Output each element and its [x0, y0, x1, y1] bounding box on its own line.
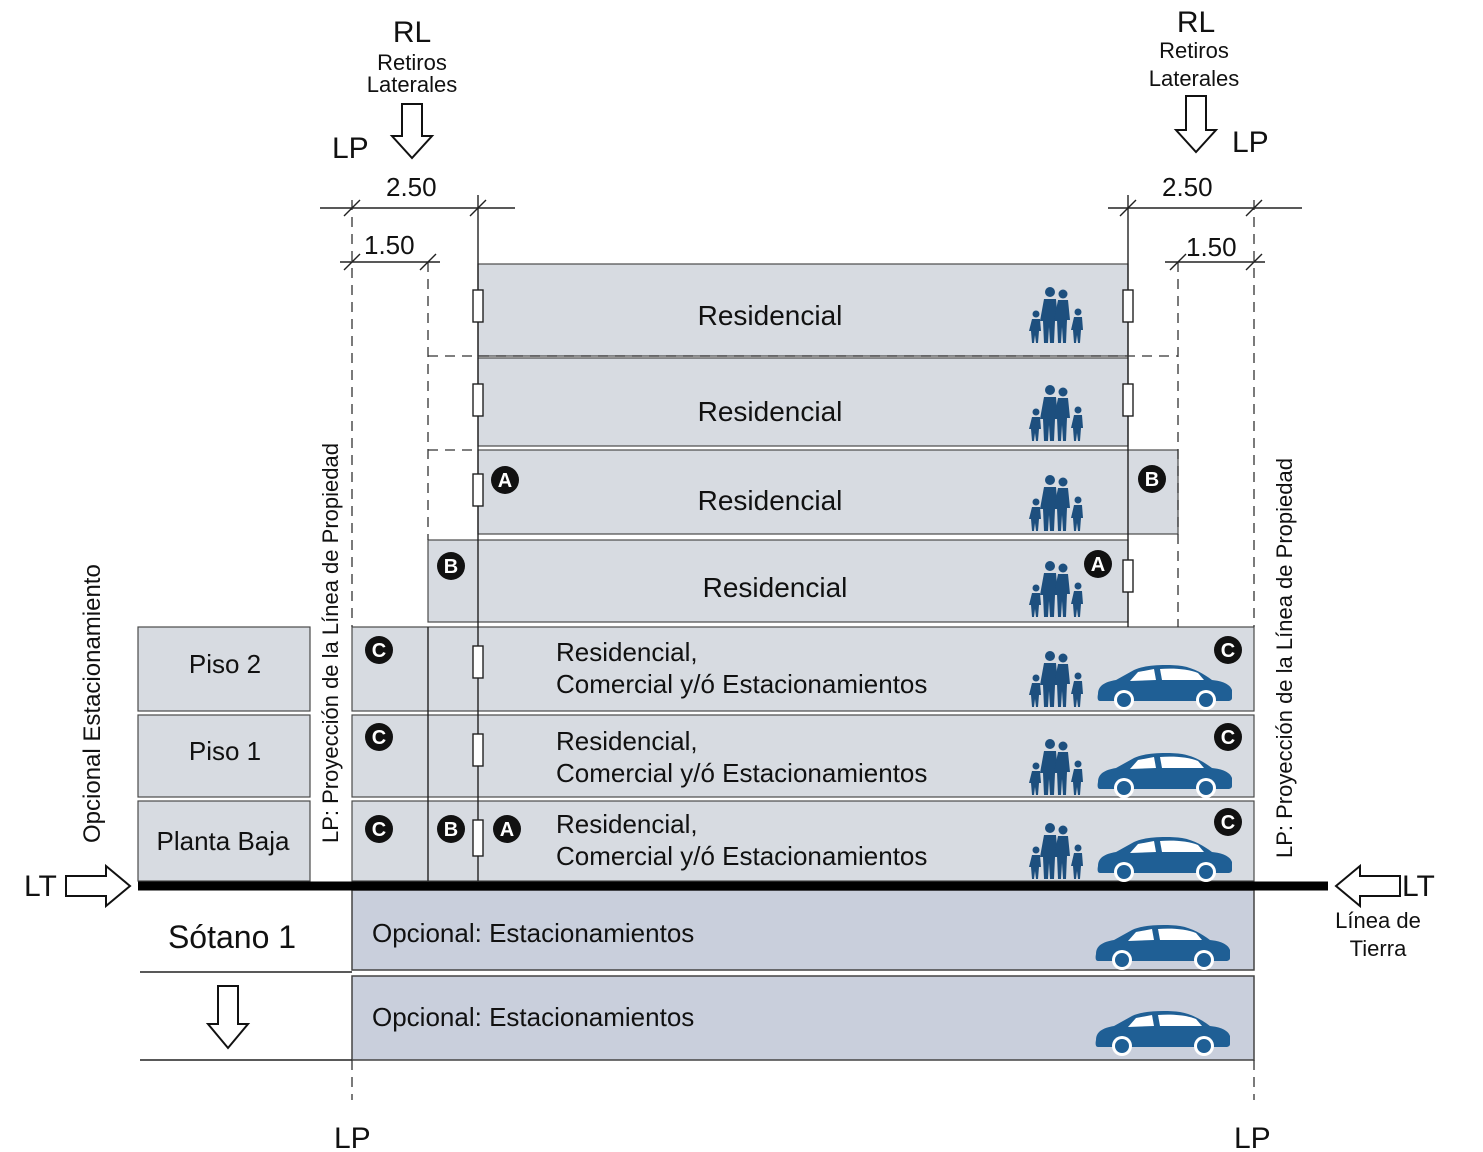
- lp-proyeccion-left-vertical: LP: Proyección de la Línea de Propiedad: [318, 443, 343, 843]
- svg-text:A: A: [498, 470, 512, 492]
- piso2-use-line2: Comercial y/ó Estacionamientos: [556, 669, 927, 699]
- svg-text:A: A: [1091, 554, 1105, 576]
- svg-text:C: C: [1221, 640, 1235, 662]
- piso2-use-line1: Residencial,: [556, 637, 698, 667]
- svg-text:C: C: [372, 819, 386, 841]
- svg-text:C: C: [1221, 727, 1235, 749]
- lp-bottom-left-label: LP: [334, 1122, 371, 1152]
- badge-a: A: [493, 815, 521, 843]
- badge-c: C: [1214, 636, 1242, 664]
- lp-top-left-label: LP: [332, 132, 369, 165]
- residential-floor-5: [477, 357, 1129, 447]
- badge-a: A: [1084, 550, 1112, 578]
- badge-c: C: [365, 815, 393, 843]
- badge-c: C: [365, 636, 393, 664]
- rl-right-label: RL: [1177, 6, 1215, 39]
- badge-b: B: [437, 815, 465, 843]
- sotano-1-label: Sótano 1: [168, 919, 296, 955]
- dim-outer-left: 2.50: [386, 172, 437, 202]
- badge-b: B: [437, 552, 465, 580]
- floor-label-residencial-4: Residencial: [698, 485, 843, 516]
- dim-inner-right: 1.50: [1186, 232, 1237, 262]
- basement-1-use: Opcional: Estacionamientos: [372, 918, 694, 948]
- pb-use-line1: Residencial,: [556, 809, 698, 839]
- dim-outer-right: 2.50: [1162, 172, 1213, 202]
- svg-text:B: B: [444, 819, 458, 841]
- piso-2-label: Piso 2: [189, 649, 261, 679]
- planta-baja-label: Planta Baja: [157, 826, 291, 856]
- badge-c: C: [1214, 808, 1242, 836]
- svg-text:C: C: [372, 640, 386, 662]
- piso-1-label: Piso 1: [189, 736, 261, 766]
- retiros-left-label: Retiros: [377, 50, 447, 75]
- arrow-right-icon: [65, 863, 132, 909]
- arrow-down-icon: [389, 103, 435, 160]
- dim-inner-left: 1.50: [364, 230, 415, 260]
- lt-left-label: LT: [24, 870, 57, 903]
- retiros-right-label: Retiros: [1159, 38, 1229, 63]
- lp-proyeccion-right-vertical: LP: Proyección de la Línea de Propiedad: [1272, 458, 1297, 858]
- planta-baja-label-box: [137, 800, 311, 882]
- badge-b: B: [1138, 465, 1166, 493]
- residential-floor-3: [427, 539, 1129, 623]
- residential-floor-6: [477, 263, 1129, 357]
- lp-bottom-right-label: LP: [1234, 1122, 1271, 1152]
- badge-c: C: [365, 723, 393, 751]
- rl-left-label: RL: [393, 16, 431, 49]
- opcional-estacionamiento-vertical: Opcional Estacionamiento: [79, 564, 106, 843]
- piso-2-label-box: [137, 626, 311, 712]
- svg-text:B: B: [1145, 469, 1159, 491]
- svg-text:A: A: [500, 819, 514, 841]
- svg-text:B: B: [444, 556, 458, 578]
- lt-right-label: LT: [1402, 870, 1435, 903]
- piso-1-label-box: [137, 714, 311, 798]
- piso1-use-line2: Comercial y/ó Estacionamientos: [556, 758, 927, 788]
- basement-2-use: Opcional: Estacionamientos: [372, 1002, 694, 1032]
- lp-top-right-label: LP: [1232, 126, 1269, 159]
- arrow-down-icon: [205, 985, 251, 1050]
- floor-label-residencial-5: Residencial: [698, 396, 843, 427]
- laterales-left-label: Laterales: [367, 72, 458, 97]
- linea-de-label: Línea de: [1335, 908, 1421, 933]
- arrow-left-icon: [1334, 863, 1401, 909]
- svg-text:C: C: [372, 727, 386, 749]
- tierra-label: Tierra: [1350, 936, 1407, 961]
- piso1-use-line1: Residencial,: [556, 726, 698, 756]
- floor-label-residencial-6: Residencial: [698, 300, 843, 331]
- svg-text:C: C: [1221, 812, 1235, 834]
- badge-c: C: [1214, 723, 1242, 751]
- pb-use-line2: Comercial y/ó Estacionamientos: [556, 841, 927, 871]
- floor-label-residencial-3: Residencial: [703, 572, 848, 603]
- arrow-down-icon: [1173, 95, 1219, 154]
- laterales-right-label: Laterales: [1149, 66, 1240, 91]
- badge-a: A: [491, 466, 519, 494]
